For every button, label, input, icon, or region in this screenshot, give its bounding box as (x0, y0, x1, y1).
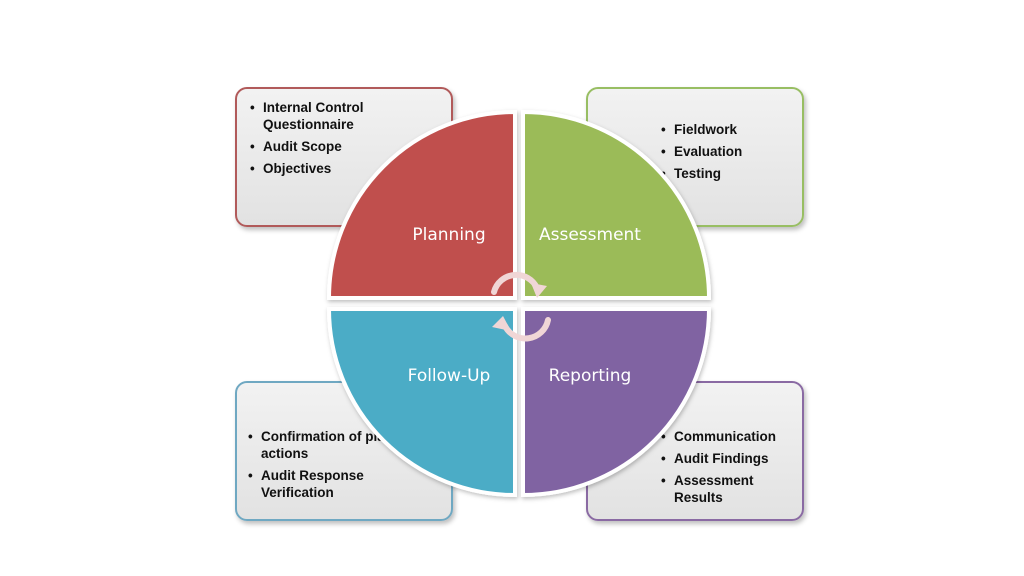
planning-quadrant (326, 109, 517, 300)
list-item: Communication (661, 428, 801, 445)
planning-items-list: Internal Control Questionnaire Audit Sco… (250, 99, 440, 182)
list-item: Audit Response Verification (248, 467, 438, 501)
list-item: Evaluation (661, 143, 801, 160)
assessment-items-list: Fieldwork Evaluation Testing (661, 121, 801, 187)
assessment-quadrant (521, 109, 712, 300)
list-item: Internal Control Questionnaire (250, 99, 440, 133)
followup-quadrant (326, 307, 517, 498)
circular-arrows-icon (491, 271, 551, 342)
list-item: Objectives (250, 160, 440, 177)
list-item: Assessment Results (661, 472, 801, 506)
list-item: Audit Scope (250, 138, 440, 155)
reporting-quadrant (521, 307, 712, 498)
followup-label: Follow-Up (408, 366, 491, 386)
assessment-label: Assessment (539, 225, 641, 245)
reporting-label: Reporting (549, 366, 632, 386)
list-item: Fieldwork (661, 121, 801, 138)
reporting-items-list: Communication Audit Findings Assessment … (661, 428, 801, 511)
list-item: Audit Findings (661, 450, 801, 467)
planning-label: Planning (412, 225, 485, 245)
